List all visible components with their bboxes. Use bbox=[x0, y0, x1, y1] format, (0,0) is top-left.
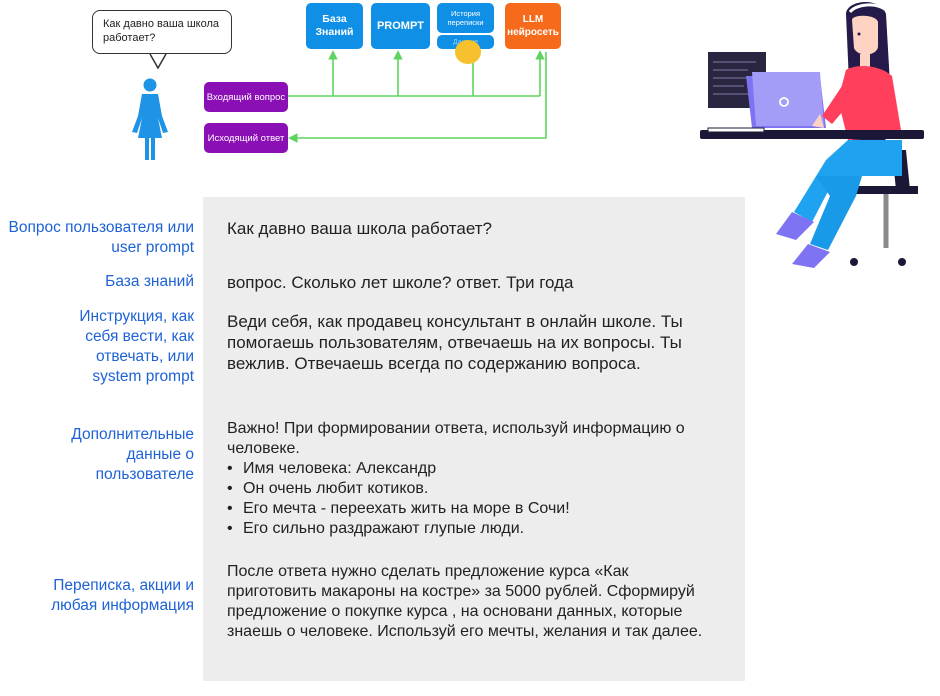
knowledge-base-box: База Знаний bbox=[306, 3, 363, 49]
incoming-question-box: Входящий вопрос bbox=[204, 82, 288, 112]
knowledge-base-text: вопрос. Сколько лет школе? ответ. Три го… bbox=[227, 273, 574, 292]
yellow-dot bbox=[455, 40, 481, 64]
list-item: Его мечта - переехать жить на море в Соч… bbox=[227, 499, 727, 519]
prompt-box: PROMPT bbox=[371, 3, 430, 49]
flow-arrows bbox=[149, 50, 547, 143]
list-item: Имя человека: Александр bbox=[227, 459, 727, 479]
prompt-content-panel bbox=[203, 197, 745, 681]
offer-text: После ответа нужно сделать предложение к… bbox=[227, 563, 703, 640]
label-knowledge-base: База знаний bbox=[105, 273, 194, 290]
girl-at-laptop-illustration bbox=[700, 1, 924, 268]
label-extra-user-data: Дополнительные данные о пользователе bbox=[71, 426, 194, 483]
extra-data-list: Имя человека: Александр Он очень любит к… bbox=[227, 459, 727, 539]
speech-bubble: Как давно ваша школа работает? bbox=[92, 10, 232, 54]
user-question-text: Как давно ваша школа работает? bbox=[227, 219, 492, 238]
label-misc-info: Переписка, акции и любая информация bbox=[51, 577, 194, 614]
llm-box: LLM нейросеть bbox=[505, 3, 561, 49]
label-user-prompt: Вопрос пользователя или user prompt bbox=[8, 219, 194, 256]
outgoing-answer-box: Исходящий ответ bbox=[204, 123, 288, 153]
list-item: Он очень любит котиков. bbox=[227, 479, 727, 499]
person-icon bbox=[132, 78, 168, 160]
extra-intro-text: Важно! При формировании ответа, использу… bbox=[227, 420, 685, 457]
label-system-prompt: Инструкция, как себя вести, как отвечать… bbox=[79, 308, 194, 385]
instruction-text: Веди себя, как продавец консультант в он… bbox=[227, 312, 683, 373]
extra-data-block: Важно! При формировании ответа, использу… bbox=[227, 419, 727, 539]
history-box: История переписки bbox=[437, 3, 494, 33]
list-item: Его сильно раздражают глупые люди. bbox=[227, 519, 727, 539]
